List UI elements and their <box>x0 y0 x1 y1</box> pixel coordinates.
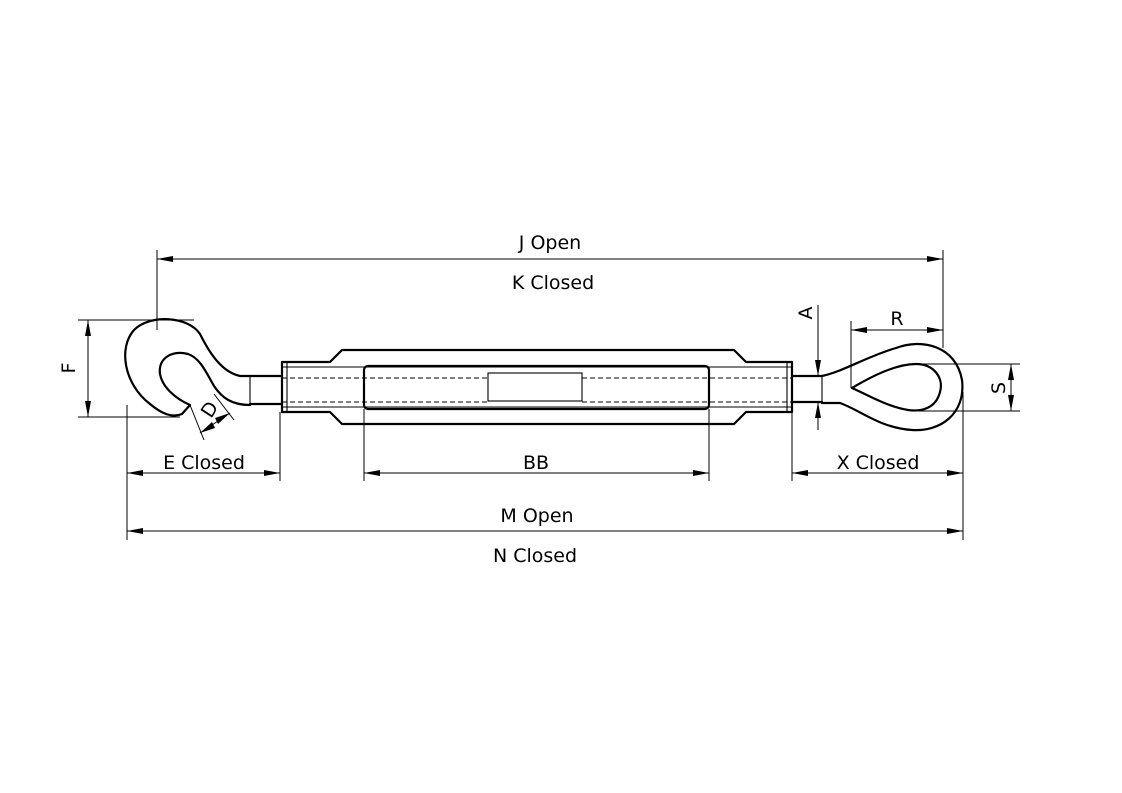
dim-a <box>815 305 821 430</box>
dim-d <box>189 393 235 441</box>
label-x-closed: X Closed <box>837 452 920 474</box>
label-f: F <box>58 363 80 374</box>
dim-x-closed <box>791 392 964 540</box>
label-m-open: M Open <box>500 505 573 527</box>
dim-r <box>850 321 943 388</box>
hook-end <box>124 318 252 417</box>
label-k-closed: K Closed <box>512 272 594 294</box>
label-s: S <box>988 382 1010 394</box>
dim-s <box>918 363 1020 412</box>
eye-end <box>820 342 964 432</box>
label-a: A <box>795 307 817 320</box>
dim-e-closed <box>126 405 281 540</box>
dim-m-n <box>127 528 963 534</box>
right-rod <box>582 374 824 404</box>
dim-bb <box>363 409 710 481</box>
label-bb: BB <box>523 452 549 474</box>
label-n-closed: N Closed <box>493 545 577 567</box>
label-j-open: J Open <box>518 232 581 254</box>
left-rod <box>248 374 490 406</box>
turnbuckle-body <box>280 348 794 426</box>
dim-f <box>78 319 194 418</box>
dim-j-k <box>156 250 944 348</box>
label-r: R <box>890 308 903 330</box>
label-e-closed: E Closed <box>163 452 245 474</box>
